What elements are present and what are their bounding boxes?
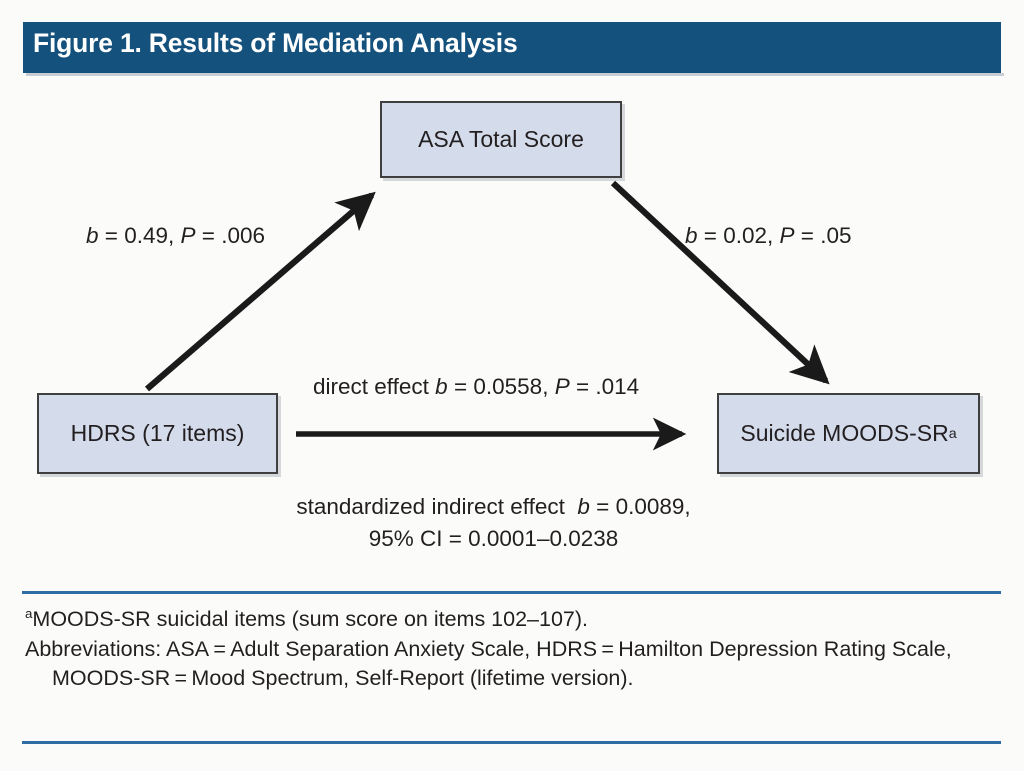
footnote-a: aMOODS-SR suicidal items (sum score on i…: [25, 605, 985, 634]
footnote-a-marker: a: [25, 605, 33, 621]
a-path-comma: ,: [167, 223, 175, 248]
indirect-effect-coefficient-value: 0.0089,: [615, 494, 691, 519]
b-path-coefficient-symbol: b: [685, 223, 698, 248]
arrow-a-path: [144, 191, 376, 392]
a-path-p-symbol: P: [180, 223, 196, 248]
node-hdrs[interactable]: HDRS (17 items): [37, 393, 278, 474]
footnote-block: aMOODS-SR suicidal items (sum score on i…: [25, 605, 985, 694]
direct-effect-p-symbol: P: [554, 374, 570, 399]
a-path-coefficient-symbol: b: [86, 223, 99, 248]
arrow-layer: [144, 180, 830, 451]
indirect-effect-equals: =: [596, 494, 610, 519]
direct-effect-coefficient-value: 0.0558: [473, 374, 543, 399]
b-path-equals: =: [703, 223, 717, 248]
indirect-effect-prefix: standardized indirect effect: [296, 494, 565, 519]
edge-label-a-path: b = 0.49, P = .006: [86, 223, 265, 249]
edge-label-direct-effect: direct effect b = 0.0558, P = .014: [313, 374, 639, 400]
direct-effect-p-value: .014: [595, 374, 640, 399]
figure-title-bar: [23, 22, 1001, 73]
a-path-equals: =: [104, 223, 118, 248]
footnote-bottom-rule: [22, 741, 1001, 744]
indirect-effect-ci: 95% CI = 0.0001–0.0238: [368, 525, 619, 551]
arrow-b-path: [610, 180, 830, 385]
edge-label-b-path: b = 0.02, P = .05: [685, 223, 851, 249]
node-asa-total-score[interactable]: ASA Total Score: [380, 101, 622, 178]
a-path-coefficient-value: 0.49: [124, 223, 168, 248]
b-path-p-symbol: P: [779, 223, 795, 248]
node-suicide-label: Suicide MOODS-SR: [740, 420, 949, 446]
direct-effect-comma: ,: [542, 374, 549, 399]
a-path-equals-2: =: [201, 223, 215, 248]
edge-label-indirect-effect: standardized indirect effect b = 0.0089,…: [266, 491, 721, 555]
direct-effect-equals-2: =: [576, 374, 590, 399]
b-path-comma: ,: [766, 223, 774, 248]
footnote-abbreviations: Abbreviations: ASA = Adult Separation An…: [25, 637, 952, 691]
direct-effect-prefix: direct effect: [313, 374, 429, 399]
direct-effect-coefficient-symbol: b: [435, 374, 448, 399]
title-bar-shadow: [26, 73, 1004, 76]
b-path-coefficient-value: 0.02: [723, 223, 767, 248]
page-title: Figure 1. Results of Mediation Analysis: [33, 28, 518, 58]
node-asa-label: ASA Total Score: [418, 126, 584, 152]
b-path-equals-2: =: [800, 223, 814, 248]
node-hdrs-label: HDRS (17 items): [70, 420, 245, 446]
b-path-p-value: .05: [820, 223, 852, 248]
footnote-top-rule: [22, 591, 1001, 594]
a-path-p-value: .006: [221, 223, 265, 248]
direct-effect-equals: =: [453, 374, 468, 399]
indirect-effect-coefficient-symbol: b: [577, 494, 590, 519]
footnote-a-text: MOODS-SR suicidal items (sum score on it…: [32, 607, 589, 631]
